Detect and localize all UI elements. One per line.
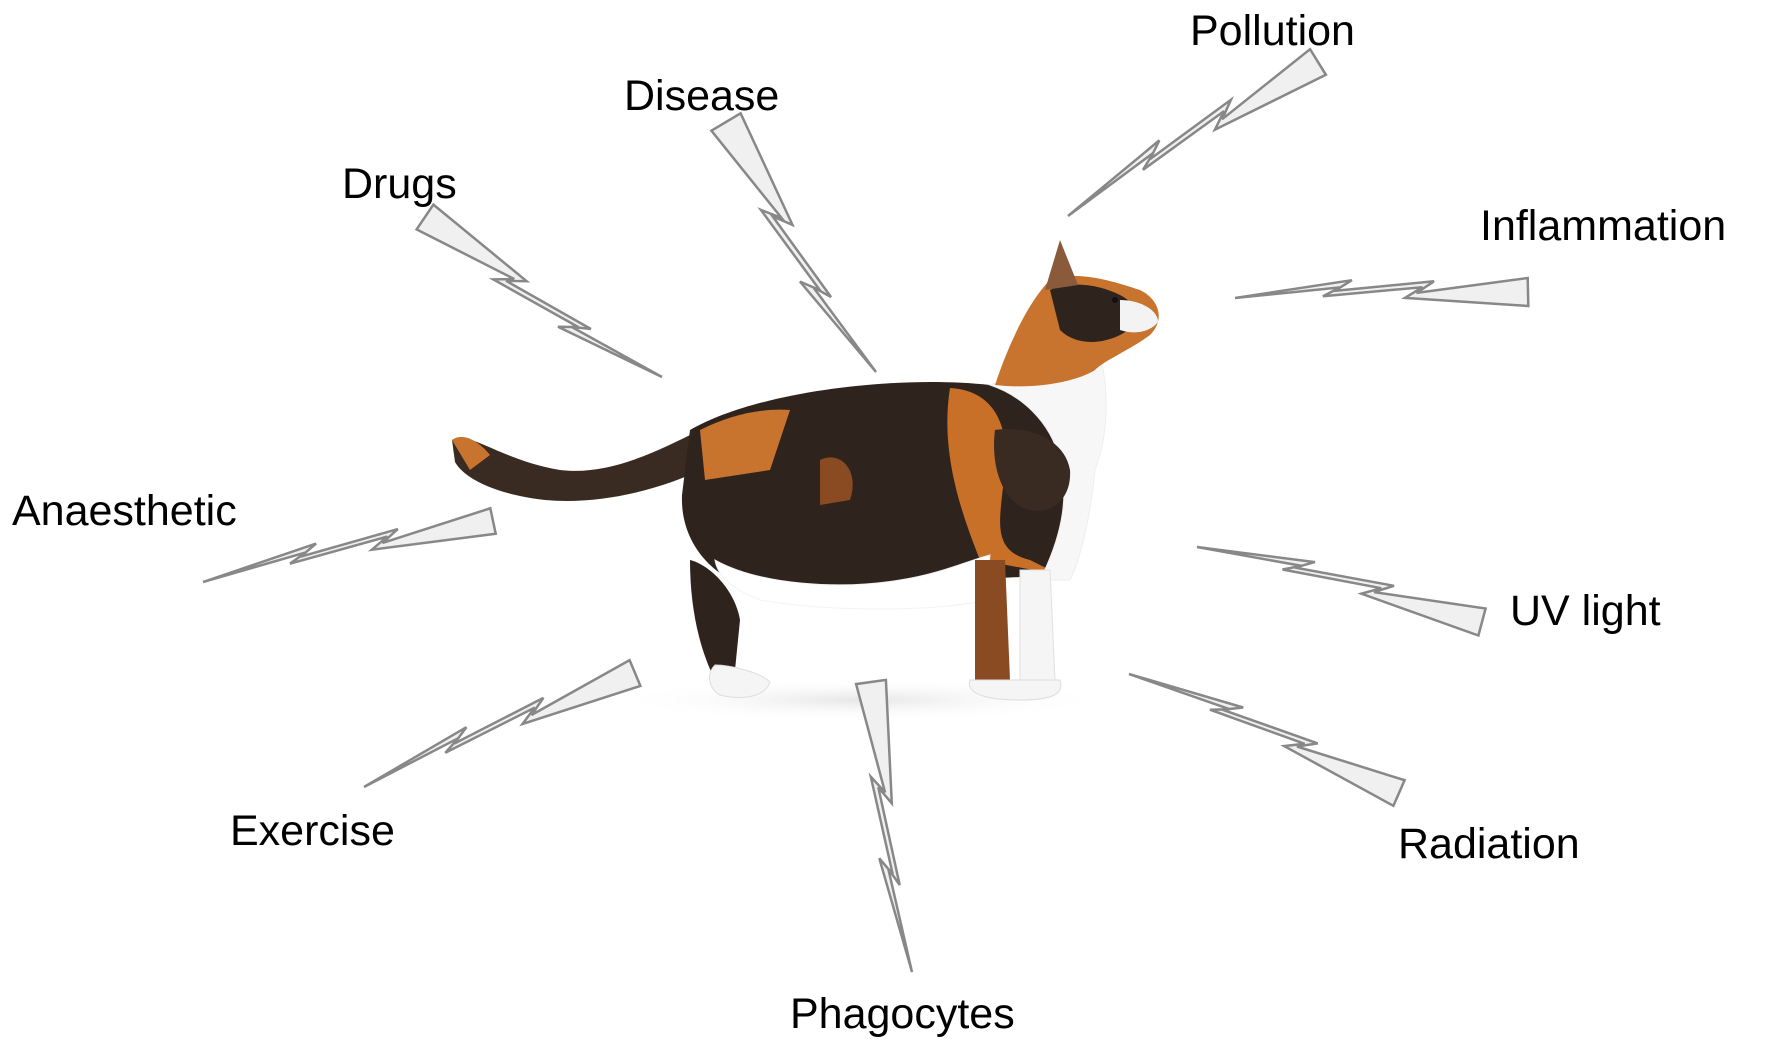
lightning-bolt-pollution: [1068, 49, 1326, 216]
label-inflammation: Inflammation: [1480, 205, 1726, 248]
label-radiation: Radiation: [1398, 823, 1580, 866]
lightning-bolt-disease: [711, 113, 876, 372]
lightning-bolt-uv-light: [1197, 547, 1486, 636]
lightning-bolt-inflammation: [1235, 278, 1528, 306]
lightning-bolt-exercise: [364, 660, 640, 787]
label-uv-light: UV light: [1510, 590, 1661, 633]
label-anaesthetic: Anaesthetic: [12, 490, 237, 533]
label-pollution: Pollution: [1190, 10, 1355, 53]
lightning-bolt-drugs: [417, 205, 662, 377]
label-exercise: Exercise: [230, 810, 395, 853]
label-phagocytes: Phagocytes: [790, 993, 1015, 1036]
label-disease: Disease: [624, 75, 779, 118]
lightning-bolt-phagocytes: [856, 680, 912, 972]
label-drugs: Drugs: [342, 163, 457, 206]
lightning-bolt-anaesthetic: [203, 508, 496, 582]
lightning-bolt-radiation: [1129, 674, 1405, 806]
